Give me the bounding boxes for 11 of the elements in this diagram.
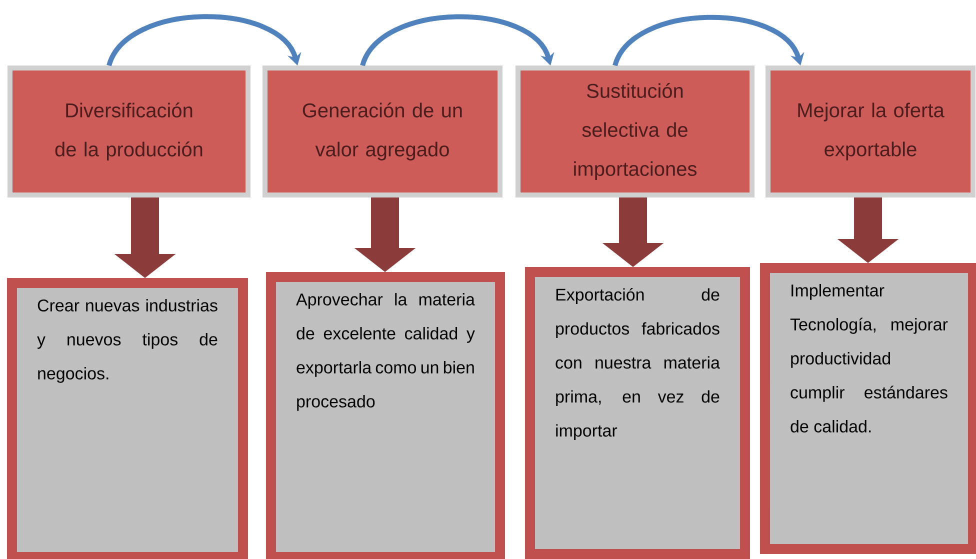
process-box: Diversificación de la producción [8, 66, 250, 198]
curved-arrow [106, 14, 302, 67]
text-card: Exportación de productos fabricados con nuestra materia prima, en vez de importar [525, 267, 750, 559]
process-box: Sustitución selectiva de importaciones [516, 66, 754, 198]
curved-arrow [360, 14, 554, 67]
curved-arrow [612, 14, 804, 67]
process-box: Generación de un valor agregado [262, 66, 502, 198]
text-card: Aprovechar la materia de excelente calidad y exportarla como un bien procesado [266, 272, 505, 559]
text-card: Crear nuevas industrias y nuevos tipos de negocios. [7, 278, 248, 559]
process-box: Mejorar la oferta exportable [766, 66, 976, 198]
text-card: Implementar Tecnología, mejorar productividad cumplir estándares de calidad. [760, 263, 976, 554]
